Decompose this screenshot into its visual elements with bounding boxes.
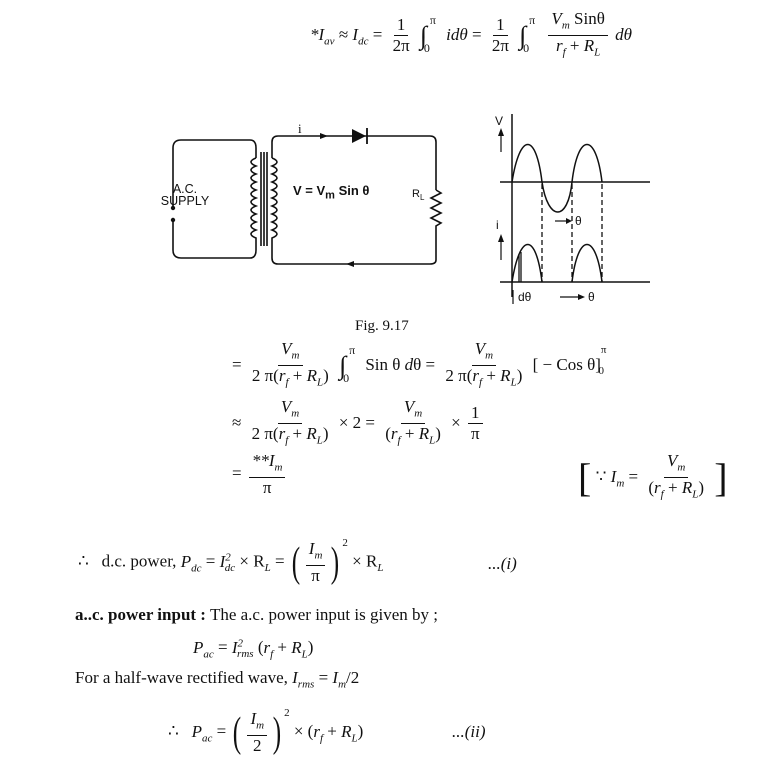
i-axis-arrow-icon: [498, 234, 504, 242]
dc-power-equation: ∴ d.c. power, Pdc = I2dc × RL = ( Im π )…: [78, 536, 384, 586]
current-pulse-1: [511, 244, 543, 283]
graph-dtheta-label: dθ: [518, 290, 532, 304]
dtheta: dθ: [615, 24, 632, 44]
integrand: idθ: [446, 24, 468, 44]
graph-theta-label: θ: [575, 214, 582, 228]
graph-theta-axis-label: θ: [588, 290, 595, 304]
fraction: Vm (rf + RL): [648, 451, 705, 501]
iav-symbol: *Iav: [310, 24, 335, 48]
idc-symbol: Idc: [352, 24, 369, 48]
secondary-top-wire: [271, 135, 437, 190]
pac-equation: Pac = I2rms (rf + RL): [193, 637, 314, 661]
equals-sign: =: [471, 24, 482, 44]
fraction: Vm (rf + RL): [385, 397, 441, 447]
supply-terminal: [170, 217, 176, 223]
fraction: Vm 2 π(rf + RL): [251, 397, 329, 447]
current-arrow-icon: [320, 133, 328, 139]
equals-sign: =: [372, 24, 383, 44]
derivation-line-2: ≈ Vm 2 π(rf + RL) × 2 = Vm (rf + RL) × 1…: [232, 397, 486, 450]
return-arrow-icon: [346, 261, 354, 267]
rectifier-circuit-diagram: [170, 128, 443, 267]
equation-ref-i: ...(i): [488, 554, 517, 573]
cos-bracket: [ − Cos θ]π0: [532, 344, 607, 378]
diode-icon: [352, 129, 366, 143]
half-wave-statement: For a half-wave rectified wave, Irms = I…: [75, 668, 360, 691]
fraction: Vm 2 π(rf + RL): [251, 339, 329, 389]
fraction-vm-sin-over-r: Vm Sinθ rf + RL: [548, 9, 608, 62]
load-resistor: [271, 189, 443, 265]
primary-top-wire: [172, 139, 257, 208]
graph-i-label: i: [496, 218, 499, 232]
fraction: 1 π: [468, 404, 483, 443]
derivation-line-3: = **Im π: [232, 451, 288, 497]
ac-supply-label: A.C. SUPPLY: [160, 182, 210, 208]
theta-axis-arrow-icon: [578, 294, 585, 300]
figure-caption: Fig. 9.17: [355, 318, 409, 334]
v-axis-arrow-icon: [498, 128, 504, 136]
secondary-coil: [269, 157, 278, 242]
primary-bottom-wire: [172, 220, 257, 259]
waveform-graph: [498, 114, 650, 304]
fraction-im-over-pi: Im π: [305, 539, 326, 585]
theta-arrow-icon: [566, 218, 572, 224]
pac-final-equation: ∴ Pac = ( Im 2 )2 × (rf + RL): [168, 706, 364, 756]
current-label: i: [298, 121, 302, 136]
fraction-im-over-pi: **Im π: [248, 451, 286, 497]
voltage-label: V = Vm Sin θ: [293, 183, 370, 202]
equation-ref-ii: ...(ii): [452, 722, 486, 741]
supply-terminal: [170, 205, 176, 211]
current-pulse-2: [571, 244, 603, 283]
fraction: Vm 2 π(rf + RL): [445, 339, 523, 389]
load-label: RL: [412, 188, 425, 203]
fraction-im-over-2: Im 2: [247, 709, 268, 755]
voltage-waveform: [511, 144, 603, 213]
ac-power-text: The a.c. power input is given by ;: [209, 605, 438, 624]
ac-power-paragraph: a..c. power input : The a.c. power input…: [75, 605, 438, 625]
graph-v-label: V: [495, 114, 504, 128]
ac-power-heading: a..c. power input :: [75, 605, 206, 624]
primary-coil: [250, 157, 259, 242]
im-definition-note: [ ∵ Im = Vm (rf + RL) ]: [578, 451, 728, 504]
approx-sign: ≈: [338, 24, 349, 44]
